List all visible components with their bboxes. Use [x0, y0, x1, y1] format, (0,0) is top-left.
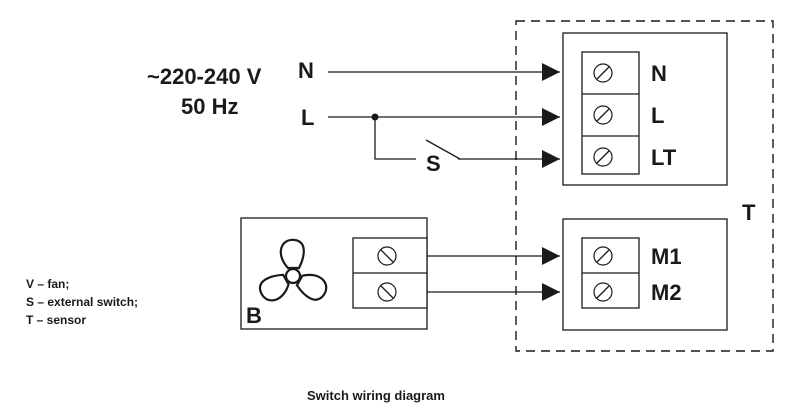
sensor-enclosure [515, 20, 774, 352]
sensor-terminal-block-motor: M1 M2 [562, 218, 728, 331]
switch-contact [425, 139, 461, 160]
supply-frequency: 50 Hz [181, 94, 238, 119]
legend-item: S – external switch; [26, 295, 138, 309]
screw-icon [593, 105, 613, 125]
fan-label: B [246, 303, 262, 328]
wire-switch-in [374, 117, 416, 160]
legend-item: T – sensor [26, 313, 86, 327]
legend: V – fan; S – external switch; T – sensor [26, 277, 138, 327]
terminal-label-m2: M2 [651, 280, 682, 305]
terminal-label-l: L [651, 103, 664, 128]
switch-label: S [426, 151, 441, 176]
terminal-label-n: N [651, 61, 667, 86]
screw-icon [377, 246, 397, 266]
sensor-label: T [742, 200, 756, 225]
screw-icon [593, 246, 613, 266]
screw-icon [593, 282, 613, 302]
diagram-caption: Switch wiring diagram [307, 388, 445, 403]
screw-icon [377, 282, 397, 302]
sensor-terminal-block-power: N L LT [562, 32, 728, 186]
screw-icon [593, 147, 613, 167]
terminal-label-lt: LT [651, 145, 677, 170]
fan-icon [258, 238, 328, 302]
screw-icon [593, 63, 613, 83]
supply-voltage: ~220-240 V [147, 64, 262, 89]
wire-label-n: N [298, 58, 314, 83]
terminal-label-m1: M1 [651, 244, 682, 269]
fan-unit: B [240, 217, 428, 330]
wire-label-l: L [301, 105, 314, 130]
legend-item: V – fan; [26, 277, 69, 291]
